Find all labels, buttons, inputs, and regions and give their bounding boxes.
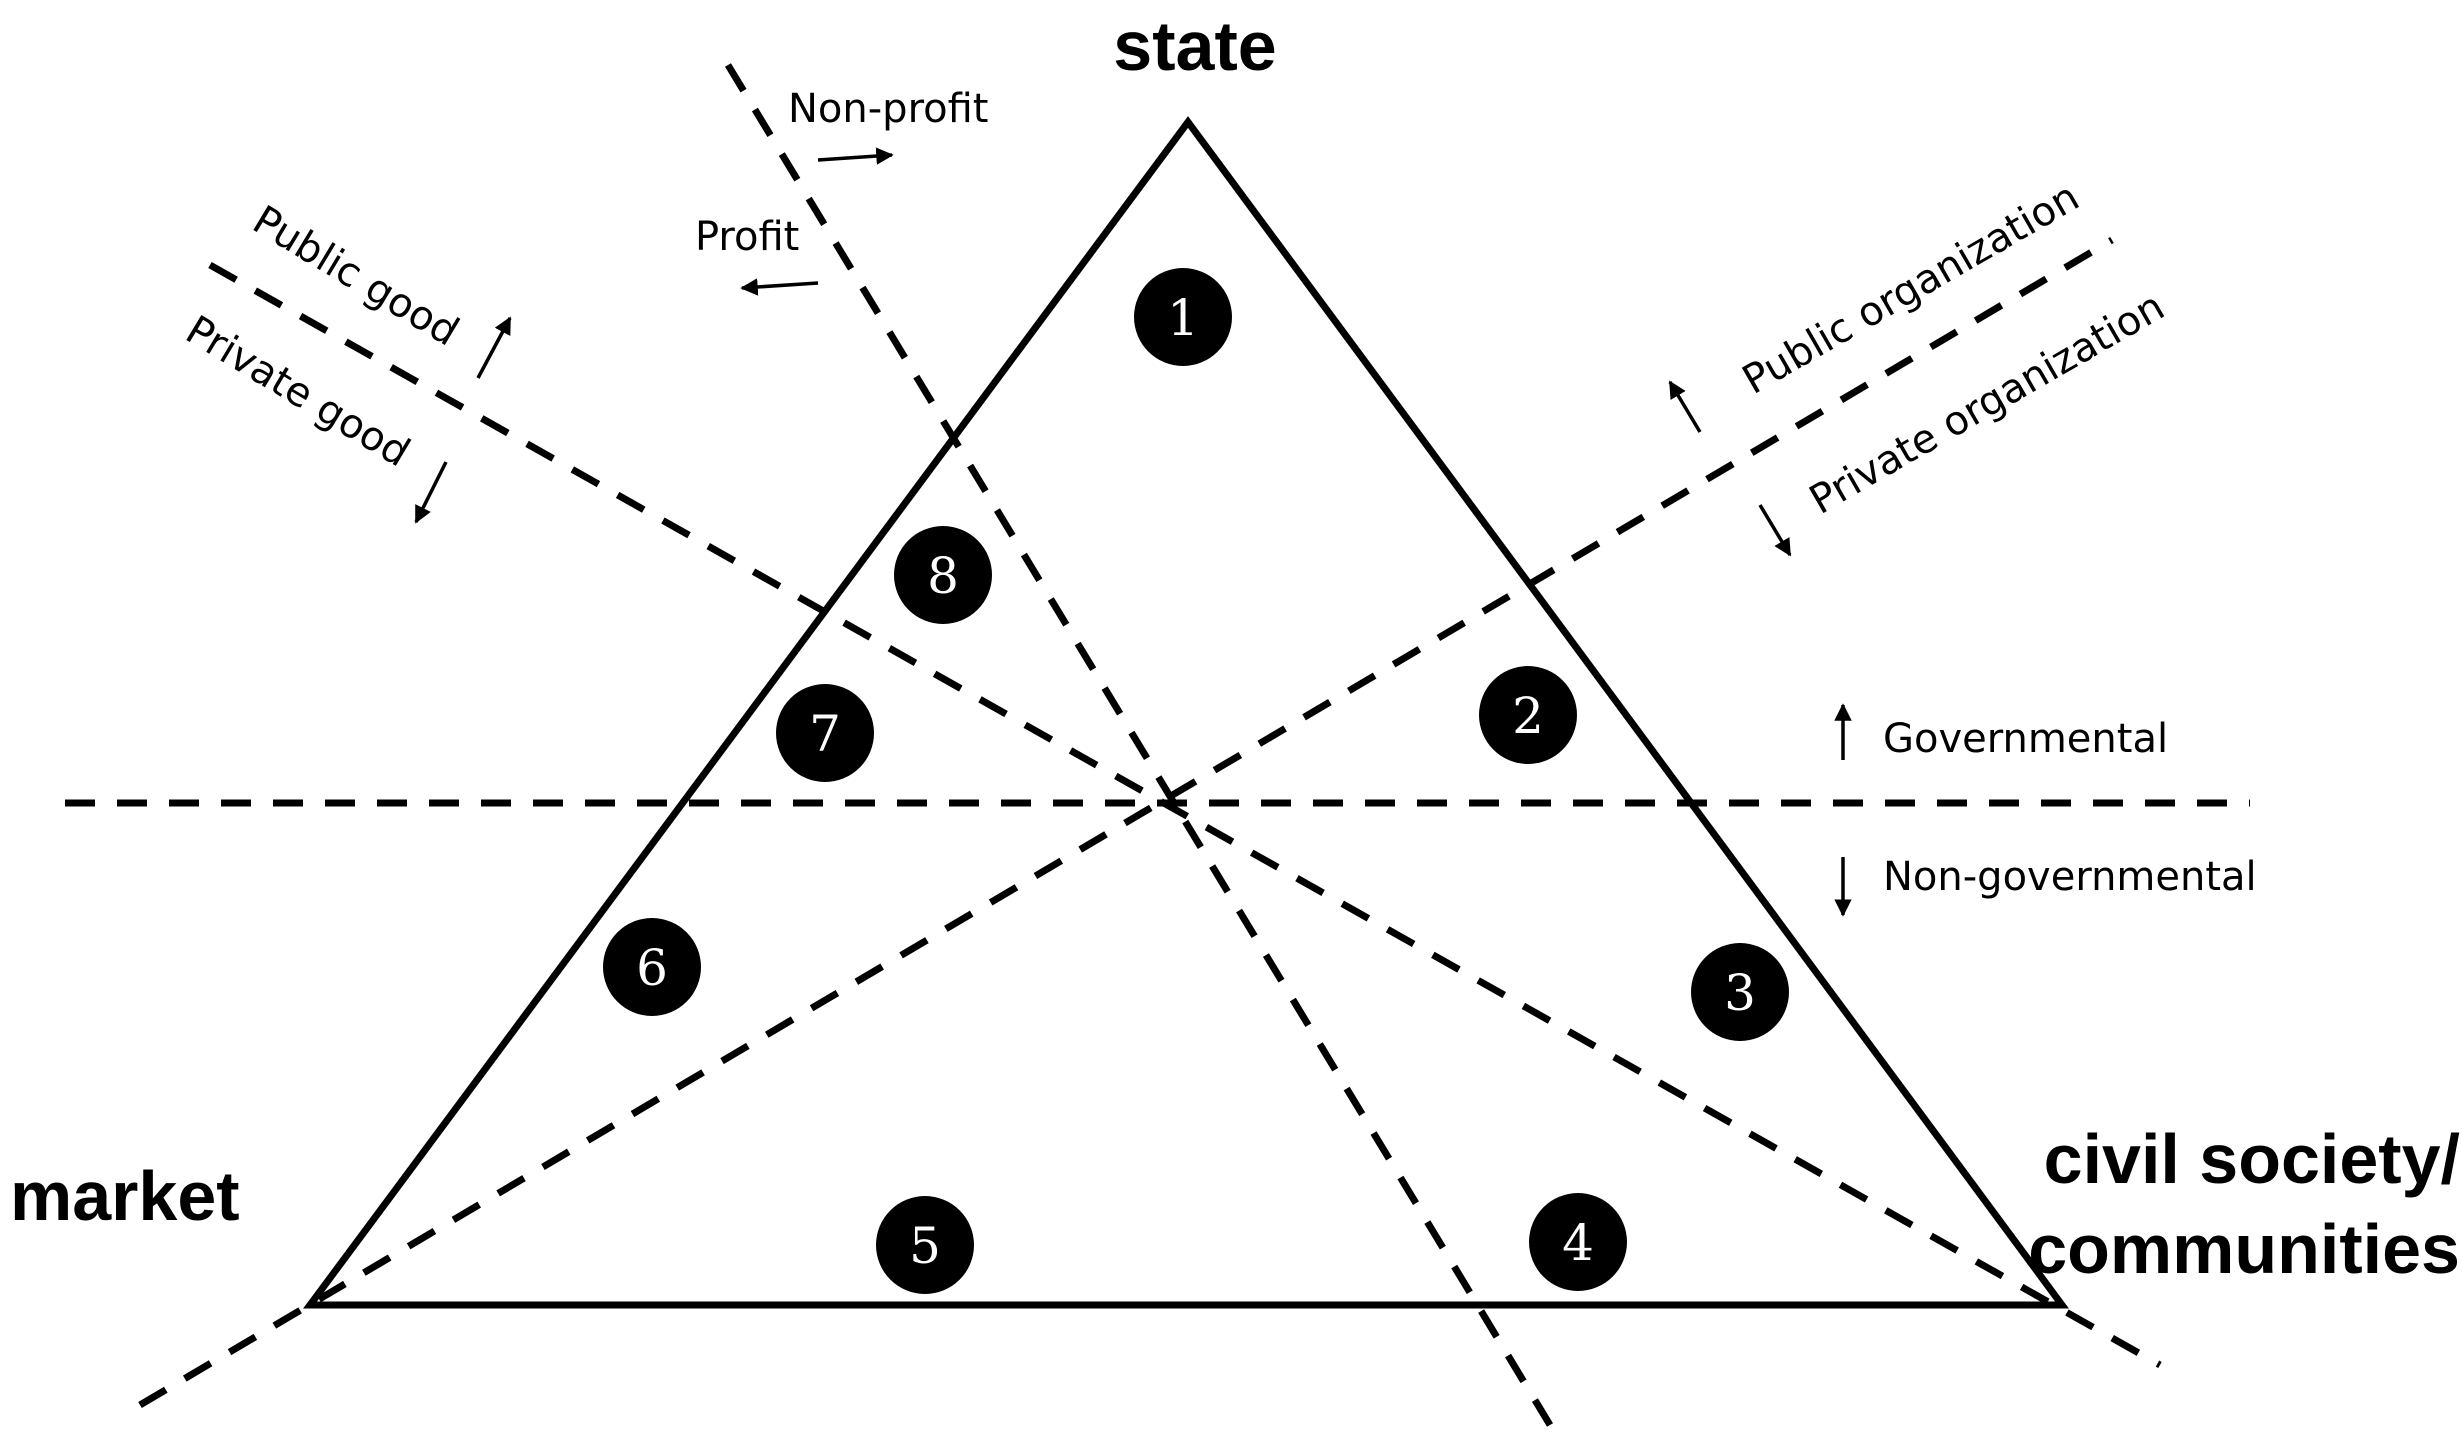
region-number-2: 2 [1512, 687, 1544, 745]
region-marker-7: 7 [776, 684, 874, 782]
vertex-label-market: market [10, 1157, 240, 1235]
axis-label-nonprofit: Non-profit [788, 86, 989, 132]
nonprofit-arrow-icon [817, 147, 894, 165]
region-number-5: 5 [909, 1217, 941, 1275]
axis-label-profit: Profit [695, 214, 799, 260]
public-organization-divider-line [138, 236, 2114, 1409]
profit-divider-line [725, 63, 1553, 1427]
region-marker-6: 6 [603, 918, 701, 1016]
private-organization-arrow-icon [1758, 504, 1792, 557]
public-organization-arrow-icon [1668, 380, 1702, 433]
axis-label-private-good: Private good [178, 307, 418, 476]
axis-label-governmental: Governmental [1883, 716, 2168, 762]
profit-arrow-icon [740, 278, 819, 296]
region-marker-1: 1 [1134, 268, 1232, 366]
region-marker-3: 3 [1691, 943, 1789, 1041]
region-marker-8: 8 [894, 526, 992, 624]
vertex-label-communities: communities [2028, 1210, 2460, 1288]
axis-label-non-governmental: Non-governmental [1883, 854, 2257, 900]
region-number-8: 8 [927, 547, 959, 605]
region-marker-5: 5 [876, 1196, 974, 1294]
region-marker-4: 4 [1529, 1193, 1627, 1291]
region-number-1: 1 [1167, 289, 1199, 347]
region-number-4: 4 [1562, 1214, 1594, 1272]
vertex-label-state: state [1113, 7, 1276, 85]
region-number-6: 6 [636, 939, 668, 997]
axis-label-public-good: Public good [245, 197, 467, 355]
triangle-outline [303, 116, 2069, 1309]
region-number-3: 3 [1724, 964, 1756, 1022]
private-good-arrow-icon [414, 461, 448, 524]
vertex-label-civil-society: civil society/ [2044, 1120, 2460, 1198]
public-good-arrow-icon [476, 316, 512, 379]
region-marker-2: 2 [1479, 666, 1577, 764]
public-good-divider-line [208, 261, 2162, 1369]
region-number-7: 7 [809, 705, 841, 763]
